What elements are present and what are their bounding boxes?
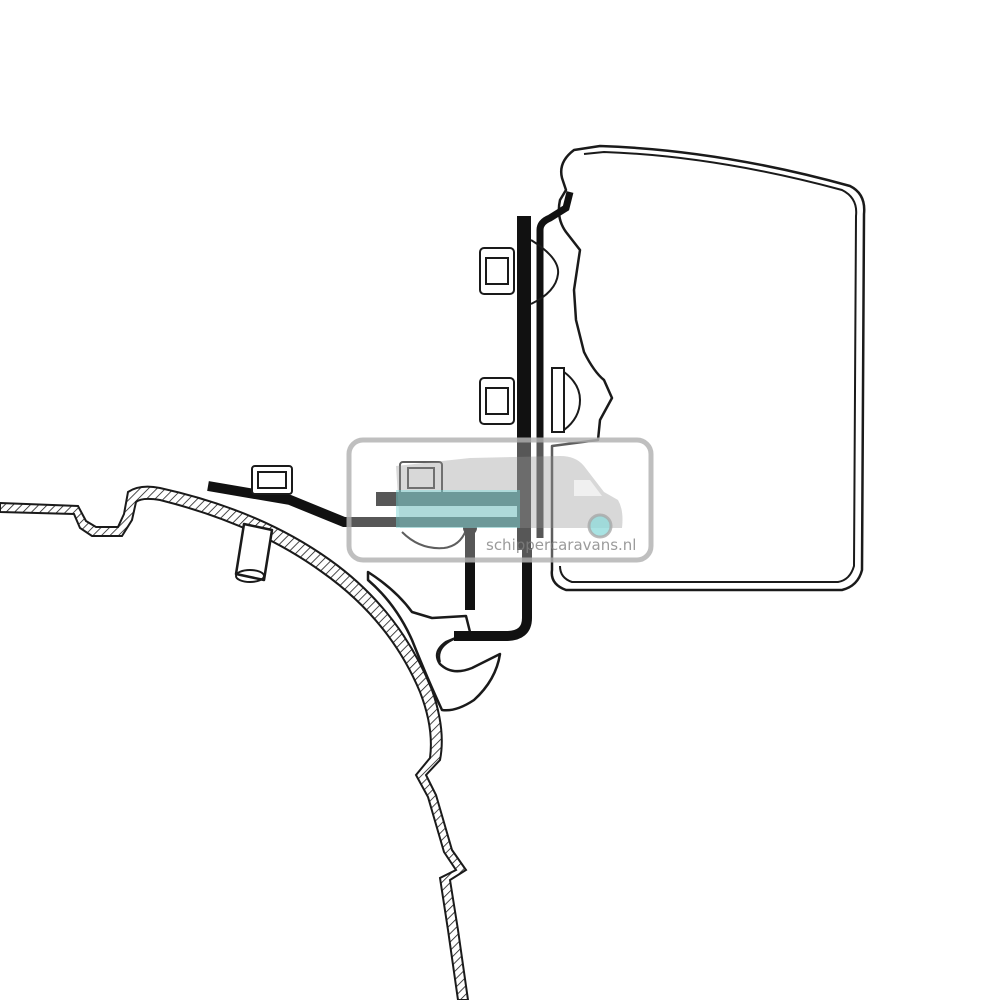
- watermark-van-cab: [396, 490, 520, 528]
- vehicle-roof-panel: [0, 485, 470, 1000]
- awning-cassette-inner-edge: [559, 151, 858, 583]
- clamp-hook-lower: [454, 548, 532, 641]
- roof-gutter-rail: [366, 570, 502, 712]
- roof-bolt: [234, 465, 293, 583]
- watermark-window: [574, 480, 602, 496]
- upper-bolt: [479, 239, 560, 305]
- mounting-bracket: [517, 216, 531, 550]
- watermark: schippercaravans.nl: [346, 437, 654, 563]
- watermark-wheel: [587, 513, 613, 539]
- mounting-bracket-hook: [536, 191, 574, 538]
- middle-bolt: [479, 367, 581, 433]
- roof-gutter-inner: [438, 631, 471, 663]
- watermark-text: schippercaravans.nl: [486, 536, 636, 554]
